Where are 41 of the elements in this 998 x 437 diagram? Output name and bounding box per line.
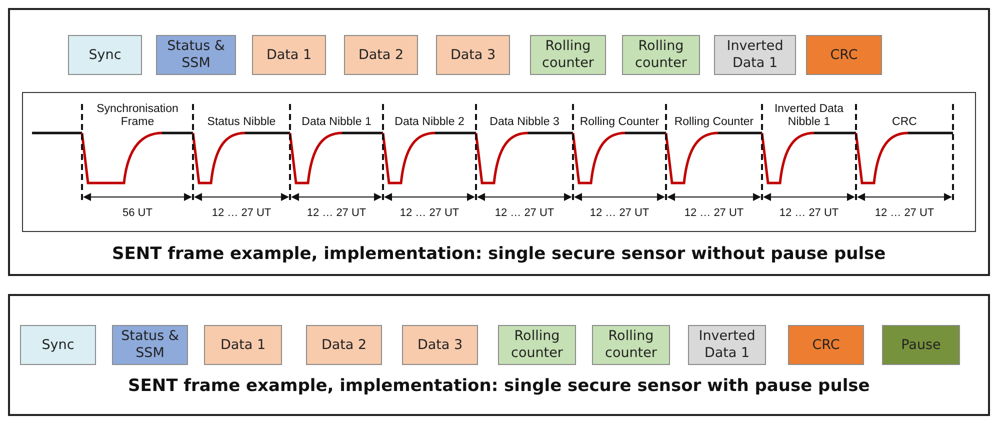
frame-panel [8, 8, 990, 276]
field-box: Sync [20, 325, 96, 365]
field-box: CRC [806, 35, 882, 75]
field-box: Rolling counter [592, 325, 670, 365]
field-box: Data 1 [204, 325, 282, 365]
field-box: Rolling counter [498, 325, 576, 365]
duration-label: 12 … 27 UT [683, 207, 745, 219]
field-box: Data 2 [344, 35, 418, 75]
field-box: Data 2 [306, 325, 382, 365]
segment-label: Rolling Counter [578, 116, 660, 129]
duration-label: 12 … 27 UT [874, 207, 936, 219]
segment-label: Rolling Counter [673, 116, 755, 129]
field-box: CRC [788, 325, 864, 365]
field-box: Data 3 [402, 325, 478, 365]
field-box: Data 1 [252, 35, 326, 75]
duration-label: 12 … 27 UT [778, 207, 840, 219]
duration-label: 12 … 27 UT [588, 207, 650, 219]
panel-title: SENT frame example, implementation: single secure sensor without pause pulse [112, 244, 886, 264]
field-box: Data 3 [436, 35, 510, 75]
field-box: Rolling counter [530, 35, 606, 75]
duration-label: 12 … 27 UT [306, 207, 368, 219]
segment-label: Synchronisation Frame [96, 103, 180, 129]
segment-label: Data Nibble 2 [394, 116, 466, 129]
segment-label: CRC [891, 116, 918, 129]
frame-panel [8, 294, 990, 416]
field-box: Rolling counter [622, 35, 700, 75]
duration-label: 12 … 27 UT [398, 207, 460, 219]
duration-label: 12 … 27 UT [494, 207, 556, 219]
panel-title: SENT frame example, implementation: single secure sensor with pause pulse [128, 376, 870, 396]
duration-label: 12 … 27 UT [210, 207, 272, 219]
field-box: Inverted Data 1 [688, 325, 766, 365]
field-box: Status & SSM [156, 35, 236, 75]
segment-label: Status Nibble [206, 116, 277, 129]
duration-label: 56 UT [122, 207, 154, 219]
field-box: Status & SSM [112, 325, 188, 365]
field-box: Pause [882, 325, 960, 365]
field-box: Inverted Data 1 [714, 35, 796, 75]
segment-label: Data Nibble 1 [300, 116, 372, 129]
field-box: Sync [68, 35, 142, 75]
segment-label: Data Nibble 3 [488, 116, 560, 129]
segment-label: Inverted Data Nibble 1 [773, 103, 845, 129]
